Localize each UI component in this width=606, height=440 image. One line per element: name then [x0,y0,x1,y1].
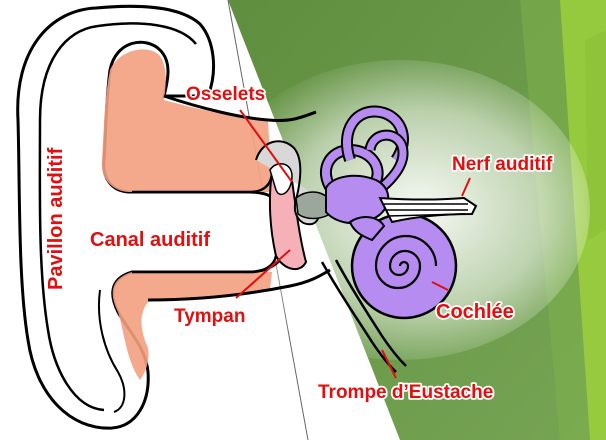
vestibule [326,176,388,223]
label-tympan: Tympan [174,306,245,327]
label-pavillon-auditif: Pavillon auditif [45,147,67,290]
label-trompe-eustache: Trompe d’Eustache [318,382,493,403]
label-canal-auditif: Canal auditif [90,229,210,251]
label-cochlee: Cochlée [436,301,514,323]
label-osselets: Osselets [186,84,265,105]
label-nerf-auditif: Nerf auditif [452,154,553,175]
ossicles-stapes [296,192,330,219]
